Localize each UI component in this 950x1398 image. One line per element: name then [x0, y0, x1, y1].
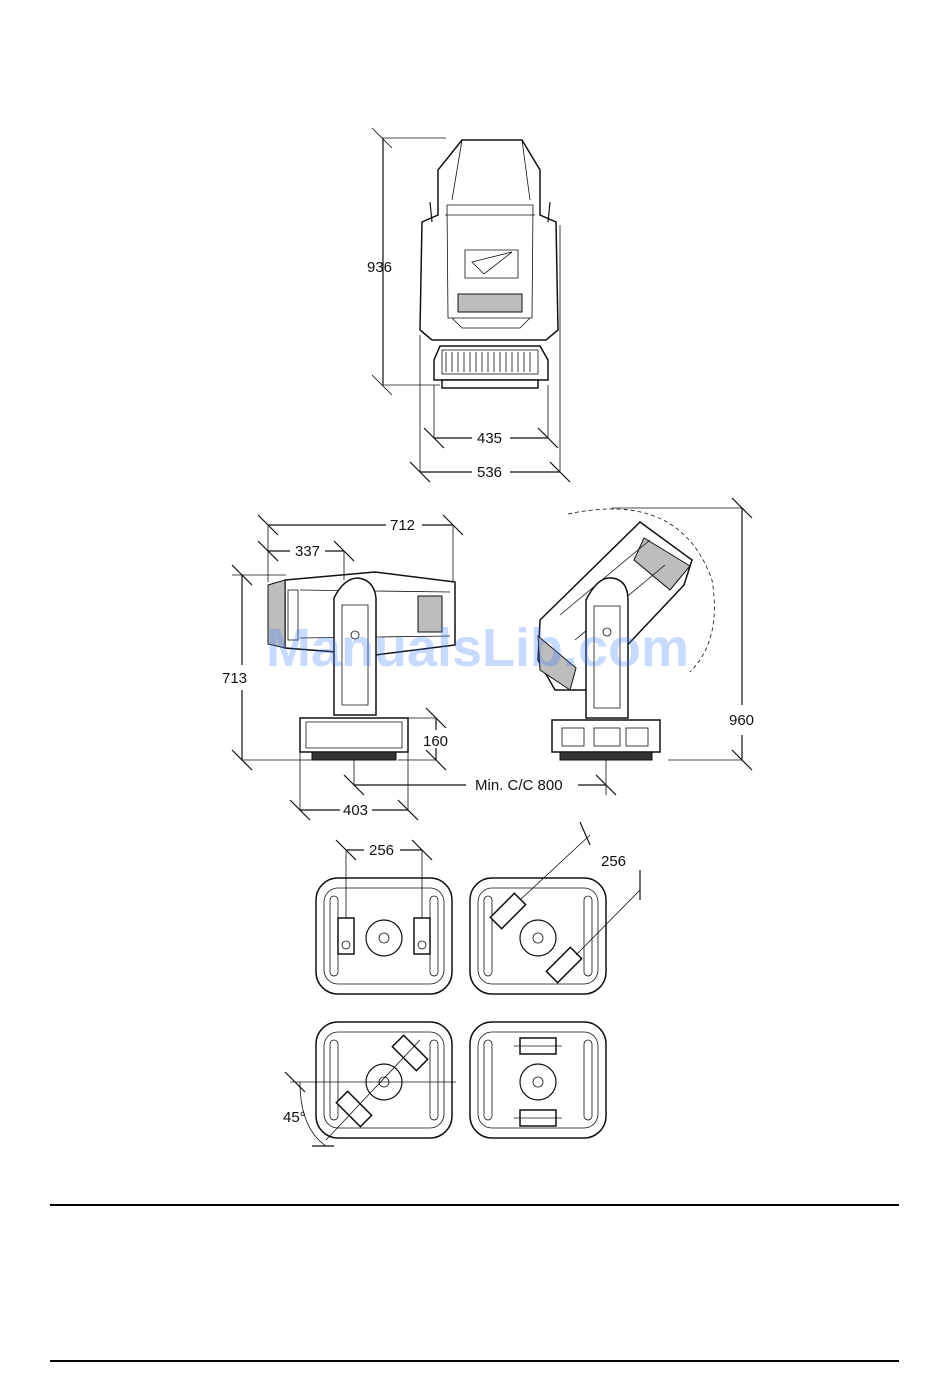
dim-angle: 45° — [283, 1109, 306, 1126]
dim-bracket-spacing: 256 — [369, 842, 394, 859]
mounting-view-45deg — [285, 1022, 456, 1146]
dim-front-overall-width: 536 — [477, 464, 502, 481]
dim-min-cc: Min. C/C 800 — [475, 777, 563, 794]
dim-front-height: 936 — [367, 259, 392, 276]
dim-side-base-height: 160 — [423, 733, 448, 750]
dim-side-depth: 712 — [390, 517, 415, 534]
dim-side-height: 713 — [222, 670, 247, 687]
dim-tilted-height: 960 — [729, 712, 754, 729]
watermark: ManualsLib.com — [266, 618, 689, 678]
dim-front-base-width: 435 — [477, 430, 502, 447]
mounting-view-perpendicular — [470, 1022, 606, 1138]
mounting-view-diagonal — [470, 822, 640, 994]
dim-bracket-spacing-rotated: 256 — [601, 853, 626, 870]
divider-bottom — [50, 1360, 899, 1362]
dim-side-base-depth: 403 — [343, 802, 368, 819]
mounting-view-parallel — [316, 840, 452, 994]
front-view — [372, 128, 570, 482]
dim-side-pan-offset: 337 — [295, 543, 320, 560]
divider-top — [50, 1204, 899, 1206]
